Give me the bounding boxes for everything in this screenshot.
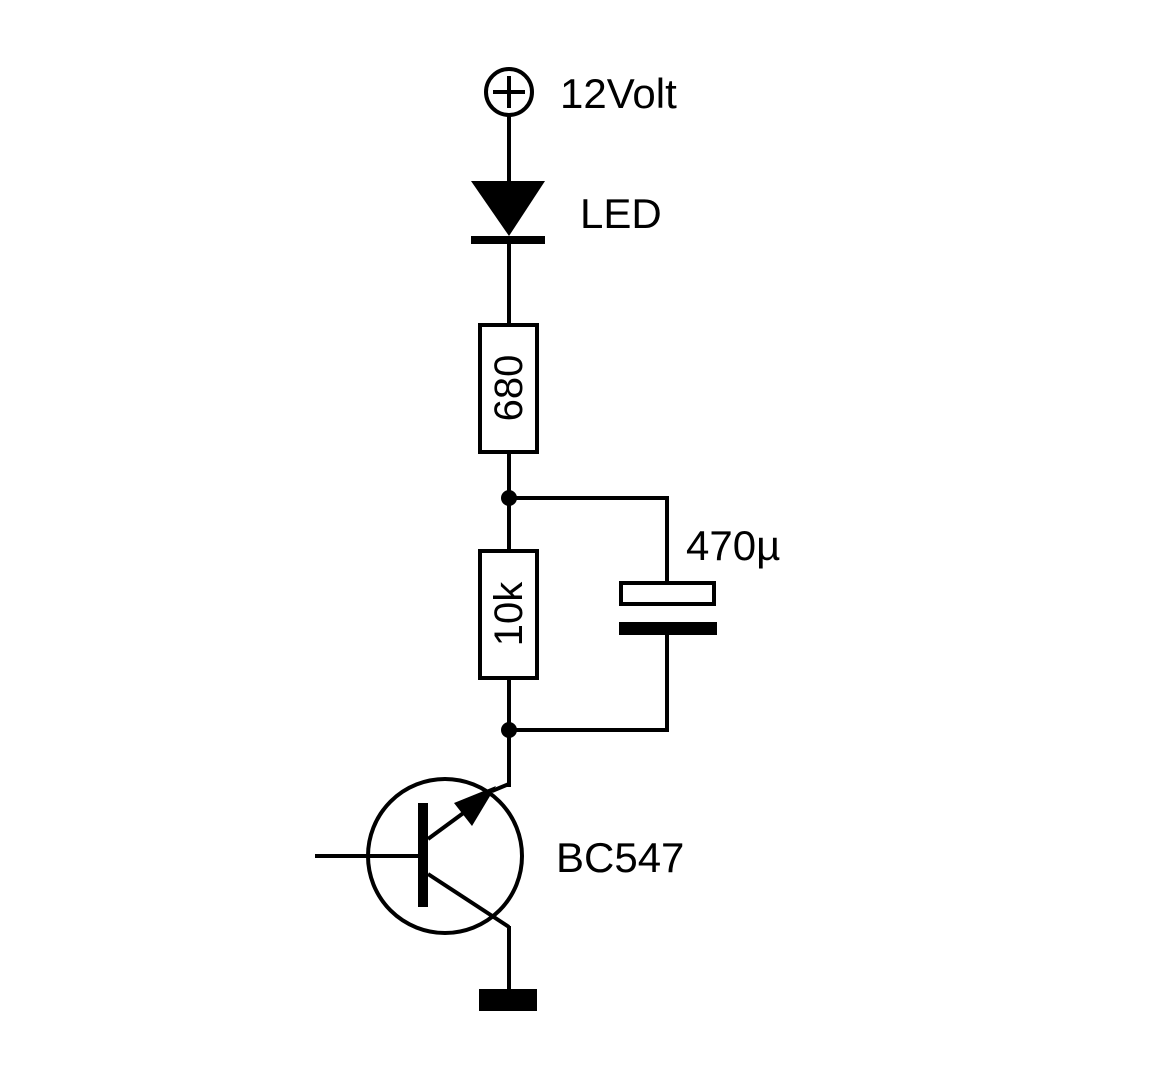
- capacitor-positive-plate: [619, 581, 716, 606]
- wire-cap-top: [509, 496, 669, 583]
- led-cathode-bar: [471, 236, 545, 244]
- capacitor-symbol: [619, 581, 717, 635]
- led-symbol: [471, 181, 545, 244]
- transistor-symbol: [315, 777, 524, 935]
- capacitor-negative-plate: [619, 622, 717, 635]
- base-bar: [418, 803, 428, 907]
- capacitor-label: 470µ: [686, 522, 780, 569]
- supply-label: 12Volt: [560, 70, 677, 117]
- resistor-10k-label: 10k: [487, 581, 531, 646]
- led-label: LED: [580, 190, 662, 237]
- ground-icon: [479, 989, 537, 1011]
- resistor-10k-body: [478, 549, 539, 680]
- wire-cap-bottom: [509, 633, 669, 732]
- emitter-arrow-icon: [454, 786, 496, 826]
- led-diode-icon: [471, 181, 545, 236]
- emitter-wire: [491, 782, 510, 793]
- resistor-680-label: 680: [487, 355, 531, 422]
- transistor-label: BC547: [556, 834, 684, 881]
- supply-terminal: [484, 67, 534, 117]
- collector-lead: [426, 872, 511, 929]
